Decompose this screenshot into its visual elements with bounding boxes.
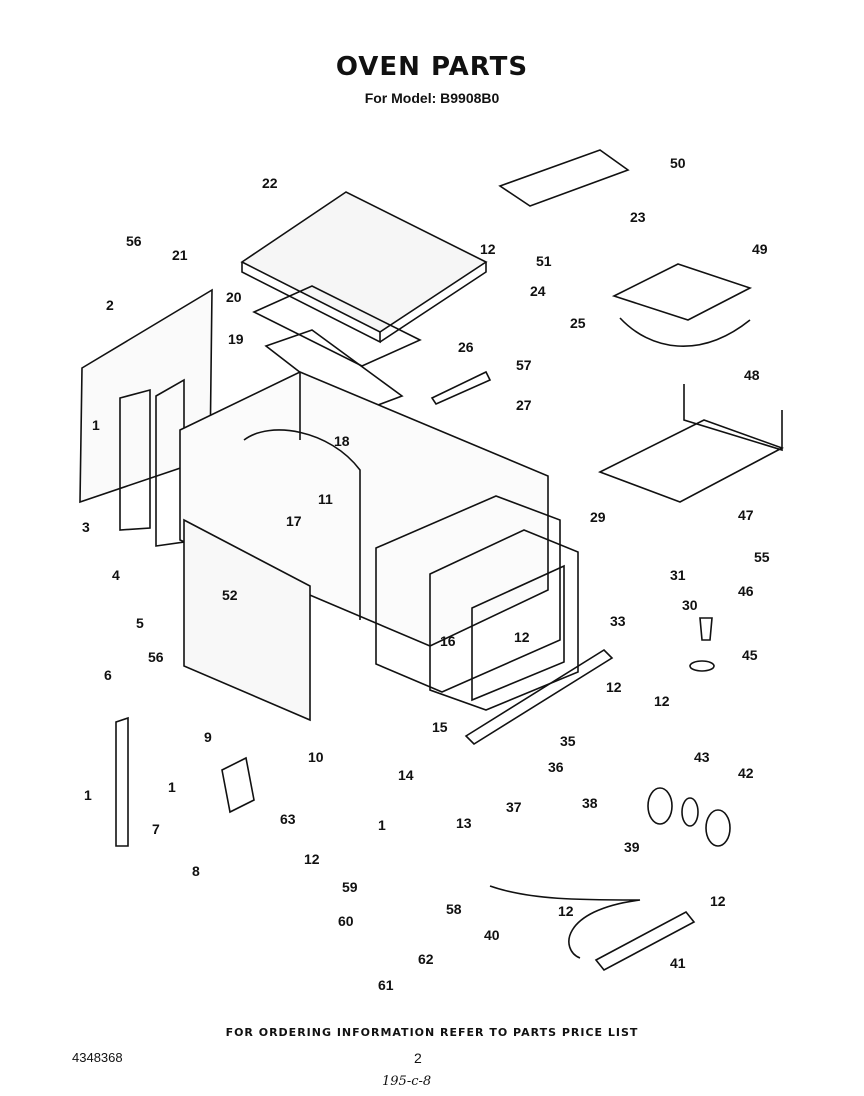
callout-label: 52 [222,587,238,603]
callout-label: 56 [148,649,164,665]
callout-label: 33 [610,613,626,629]
callout-label: 63 [280,811,296,827]
callout-label: 61 [378,977,394,993]
callout-label: 37 [506,799,522,815]
callout-label: 12 [304,851,320,867]
callout-label: 12 [654,693,670,709]
model-subtitle: For Model: B9908B0 [364,90,500,106]
callout-label: 39 [624,839,640,855]
callout-label: 45 [742,647,758,663]
callout-label: 58 [446,901,462,917]
callout-label: 27 [516,397,532,413]
callout-label: 1 [84,787,92,803]
callout-labels: 1 1 1 1 2 3 4 5 6 7 8 9 10 11 12 12 12 1… [82,155,770,993]
callout-label: 41 [670,955,686,971]
ordering-note: FOR ORDERING INFORMATION REFER TO PARTS … [225,1026,639,1039]
callout-label: 8 [192,863,200,879]
callout-label: 55 [754,549,770,565]
callout-label: 42 [738,765,754,781]
callout-label: 22 [262,175,278,191]
callout-label: 59 [342,879,358,895]
callout-label: 47 [738,507,754,523]
callout-label: 57 [516,357,532,373]
callout-label: 1 [168,779,176,795]
callout-label: 14 [398,767,414,783]
document-number: 4348368 [72,1050,123,1065]
top-panel-drawing [240,191,488,344]
callout-label: 12 [480,241,496,257]
callout-label: 13 [456,815,472,831]
callout-label: 12 [710,893,726,909]
callout-label: 7 [152,821,160,837]
callout-label: 20 [226,289,242,305]
callout-label: 35 [560,733,576,749]
callout-label: 1 [92,417,100,433]
callout-label: 31 [670,567,686,583]
handwritten-note: 195-c-8 [382,1074,432,1089]
callout-label: 2 [106,297,114,313]
callout-label: 11 [318,491,333,507]
callout-label: 9 [204,729,212,745]
callout-label: 56 [126,233,142,249]
callout-label: 51 [536,253,552,269]
callout-label: 16 [440,633,456,649]
callout-label: 46 [738,583,754,599]
callout-label: 18 [334,433,350,449]
callout-label: 49 [752,241,768,257]
callout-label: 40 [484,927,500,943]
callout-label: 48 [744,367,760,383]
callout-label: 5 [136,615,144,631]
page-title: OVEN PARTS [335,52,529,82]
callout-label: 4 [112,567,120,583]
callout-label: 12 [514,629,530,645]
callout-label: 1 [378,817,386,833]
callout-label: 50 [670,155,686,171]
callout-label: 30 [682,597,698,613]
callout-label: 10 [308,749,324,765]
callout-label: 17 [286,513,302,529]
callout-label: 3 [82,519,90,535]
callout-label: 12 [606,679,622,695]
callout-label: 60 [338,913,354,929]
callout-label: 15 [432,719,448,735]
callout-label: 23 [630,209,646,225]
callout-label: 12 [558,903,574,919]
callout-label: 62 [418,951,434,967]
callout-label: 21 [172,247,188,263]
callout-label: 24 [530,283,546,299]
callout-label: 26 [458,339,474,355]
callout-label: 38 [582,795,598,811]
callout-label: 36 [548,759,564,775]
callout-label: 25 [570,315,586,331]
callout-label: 29 [590,509,606,525]
page-number: 2 [414,1050,422,1066]
callout-label: 43 [694,749,710,765]
callout-label: 19 [228,331,244,347]
callout-label: 6 [104,667,112,683]
